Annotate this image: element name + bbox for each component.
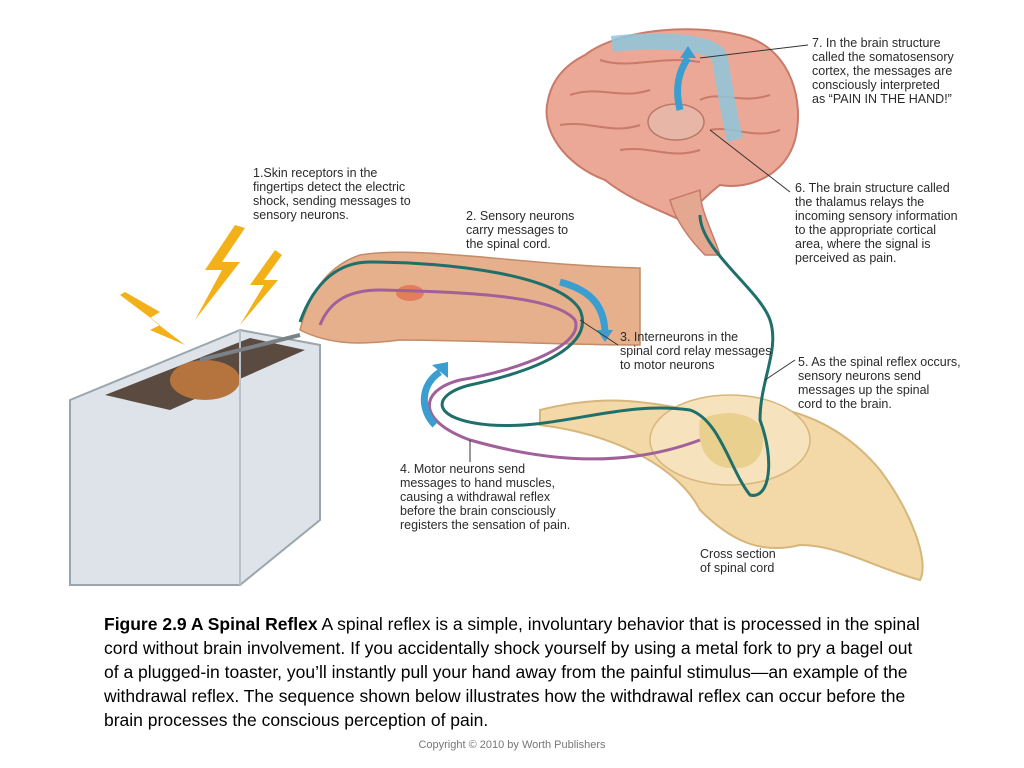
step-4-label: 4. Motor neurons send messages to hand m… xyxy=(400,462,571,532)
caption-body: A spinal reflex is a simple, involuntary… xyxy=(104,614,920,730)
step-6-label: 6. The brain structure called the thalam… xyxy=(795,181,958,265)
arm-and-hand xyxy=(199,251,641,362)
electric-spark-icons xyxy=(120,225,282,345)
flow-arrows xyxy=(420,55,691,428)
step-3-label: 3. Interneurons in the spinal cord relay… xyxy=(620,330,772,372)
step-5-label: 5. As the spinal reflex occurs, sensory … xyxy=(798,355,961,411)
illustration-canvas xyxy=(69,28,924,586)
caption-title: Figure 2.9 A Spinal Reflex xyxy=(104,614,318,634)
sensory-neuron-pathway xyxy=(298,214,775,497)
step-2-label: 2. Sensory neurons carry messages to the… xyxy=(466,209,575,251)
toaster xyxy=(69,328,321,586)
step-1-label: 1.Skin receptors in the fingertips detec… xyxy=(253,166,411,222)
cross-section-label: Cross section of spinal cord xyxy=(700,547,776,575)
leader-lines xyxy=(469,44,809,462)
step-7-label: 7. In the brain structure called the som… xyxy=(812,36,954,106)
figure-caption: Figure 2.9 A Spinal Reflex A spinal refl… xyxy=(104,612,924,732)
motor-neuron-pathway xyxy=(318,288,701,461)
spinal-cord-cross-section xyxy=(539,394,924,582)
spinal-reflex-illustration: 1.Skin receptors in the fingertips detec… xyxy=(69,28,961,586)
copyright-notice: Copyright © 2010 by Worth Publishers xyxy=(418,739,606,751)
brain-illustration xyxy=(545,28,799,256)
